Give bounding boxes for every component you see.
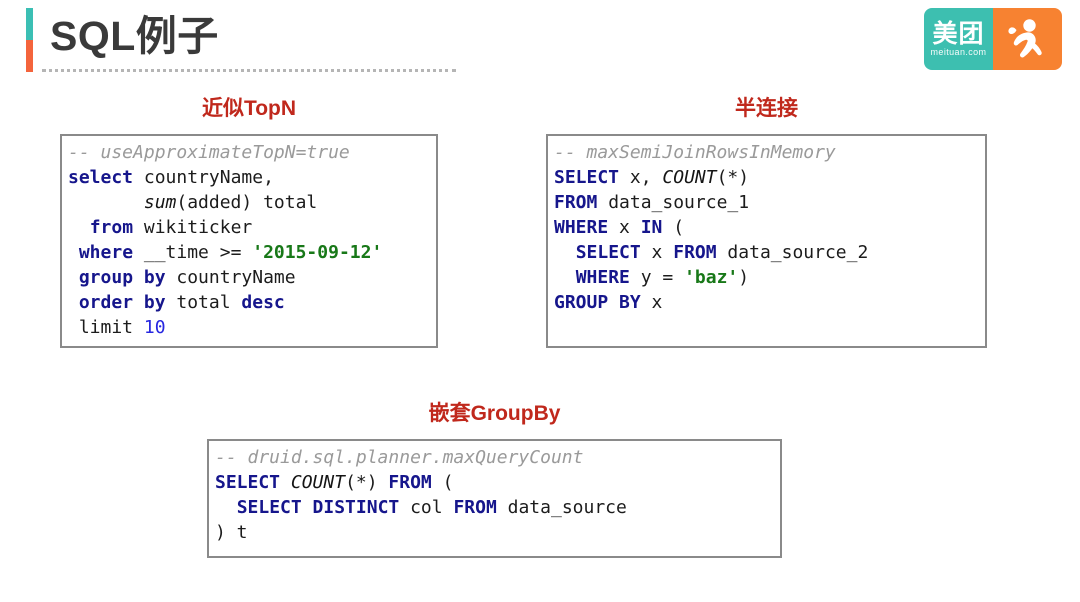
kangaroo-icon	[1006, 16, 1050, 62]
code-token-plain: (*)	[345, 472, 389, 493]
code-token-plain	[554, 242, 576, 263]
code-token-kw: WHERE	[554, 217, 609, 238]
code-token-kw: SELECT	[554, 167, 620, 188]
code-token-kw: SELECT DISTINCT	[236, 497, 400, 518]
code-token-kw: FROM	[453, 497, 497, 518]
code-token-plain: data_source_2	[716, 242, 869, 263]
code-line: limit 10	[68, 315, 430, 340]
accent-bar-bottom	[26, 40, 33, 72]
code-token-plain	[554, 267, 576, 288]
code-token-fn: COUNT	[290, 472, 346, 493]
code-line: GROUP BY x	[554, 290, 979, 315]
code-token-plain: (	[431, 472, 454, 493]
code-token-plain: x,	[619, 167, 663, 188]
code-token-plain: data_source	[496, 497, 627, 518]
code-line: SELECT x FROM data_source_2	[554, 240, 979, 265]
code-token-num: 10	[143, 317, 166, 338]
code-token-plain: col	[399, 497, 454, 518]
code-token-plain	[68, 242, 79, 263]
code-token-kw: where	[78, 242, 134, 263]
code-token-kw: FROM	[388, 472, 432, 493]
code-line: group by countryName	[68, 265, 430, 290]
code-line: -- maxSemiJoinRowsInMemory	[554, 140, 979, 165]
page-title: SQL例子	[50, 13, 219, 59]
code-line: -- useApproximateTopN=true	[68, 140, 430, 165]
code-token-plain: data_source_1	[597, 192, 750, 213]
code-token-comment: -- useApproximateTopN=true	[68, 142, 350, 163]
code-line: SELECT DISTINCT col FROM data_source	[215, 495, 774, 520]
code-token-plain: (	[662, 217, 685, 238]
title-divider	[42, 69, 456, 72]
accent-bar-top	[26, 8, 33, 40]
code-line: order by total desc	[68, 290, 430, 315]
code-line: SELECT x, COUNT(*)	[554, 165, 979, 190]
code-token-plain: countryName,	[133, 167, 274, 188]
code-line: select countryName,	[68, 165, 430, 190]
logo-mark-panel	[993, 8, 1062, 70]
code-line: where __time >= '2015-09-12'	[68, 240, 430, 265]
slide-header: SQL例子 美团 meituan.com	[0, 0, 1080, 88]
section-nested-groupby: 嵌套GroupBy -- druid.sql.planner.maxQueryC…	[207, 401, 782, 558]
code-token-kw: group by	[78, 267, 166, 288]
code-token-plain	[68, 267, 79, 288]
logo-domain-text: meituan.com	[930, 46, 987, 57]
code-token-kw: FROM	[554, 192, 598, 213]
section-heading-semijoin: 半连接	[735, 97, 798, 120]
code-token-plain	[280, 472, 291, 493]
code-token-plain	[68, 217, 90, 238]
code-token-kw: select	[68, 167, 134, 188]
code-token-str: 'baz'	[684, 267, 739, 288]
title-accent-bar	[26, 8, 33, 72]
code-token-plain: ) t	[215, 522, 248, 543]
code-token-str: '2015-09-12'	[252, 242, 383, 263]
code-line: from wikiticker	[68, 215, 430, 240]
code-line: WHERE x IN (	[554, 215, 979, 240]
code-token-plain: )	[738, 267, 750, 288]
code-line: SELECT COUNT(*) FROM (	[215, 470, 774, 495]
code-token-kw: IN	[640, 217, 663, 238]
code-token-kw: FROM	[673, 242, 717, 263]
code-token-kw: WHERE	[575, 267, 630, 288]
code-token-comment: -- maxSemiJoinRowsInMemory	[554, 142, 836, 163]
code-token-plain: x	[640, 242, 674, 263]
code-token-plain: x	[608, 217, 641, 238]
code-line: FROM data_source_1	[554, 190, 979, 215]
code-token-plain: (added) total	[176, 192, 318, 213]
logo-wordmark-panel: 美团 meituan.com	[924, 8, 993, 70]
code-line: WHERE y = 'baz')	[554, 265, 979, 290]
code-token-kw: order by	[78, 292, 166, 313]
code-token-fn: sum	[143, 192, 177, 213]
code-line: sum(added) total	[68, 190, 430, 215]
code-token-plain: x	[640, 292, 663, 313]
section-heading-topn: 近似TopN	[201, 97, 297, 120]
code-token-plain	[68, 292, 79, 313]
code-token-plain: limit	[68, 317, 144, 338]
code-line: -- druid.sql.planner.maxQueryCount	[215, 445, 774, 470]
logo-name-cn: 美团	[932, 19, 985, 48]
code-line: ) t	[215, 520, 774, 545]
code-token-plain: (*)	[716, 167, 750, 188]
code-token-kw: SELECT	[575, 242, 641, 263]
code-token-plain: y =	[629, 267, 685, 288]
code-token-plain: countryName	[165, 267, 296, 288]
code-token-plain: wikiticker	[133, 217, 253, 238]
code-token-plain: __time >=	[133, 242, 253, 263]
code-token-kw: desc	[241, 292, 285, 313]
section-heading-nested: 嵌套GroupBy	[428, 402, 561, 425]
code-token-comment: -- druid.sql.planner.maxQueryCount	[215, 447, 584, 468]
code-token-plain	[215, 497, 237, 518]
code-token-kw: from	[89, 217, 134, 238]
code-token-kw: GROUP BY	[554, 292, 641, 313]
code-token-plain	[68, 192, 144, 213]
code-token-fn: COUNT	[662, 167, 717, 188]
code-token-kw: SELECT	[215, 472, 281, 493]
code-token-plain: total	[165, 292, 242, 313]
meituan-logo: 美团 meituan.com	[924, 8, 1062, 70]
